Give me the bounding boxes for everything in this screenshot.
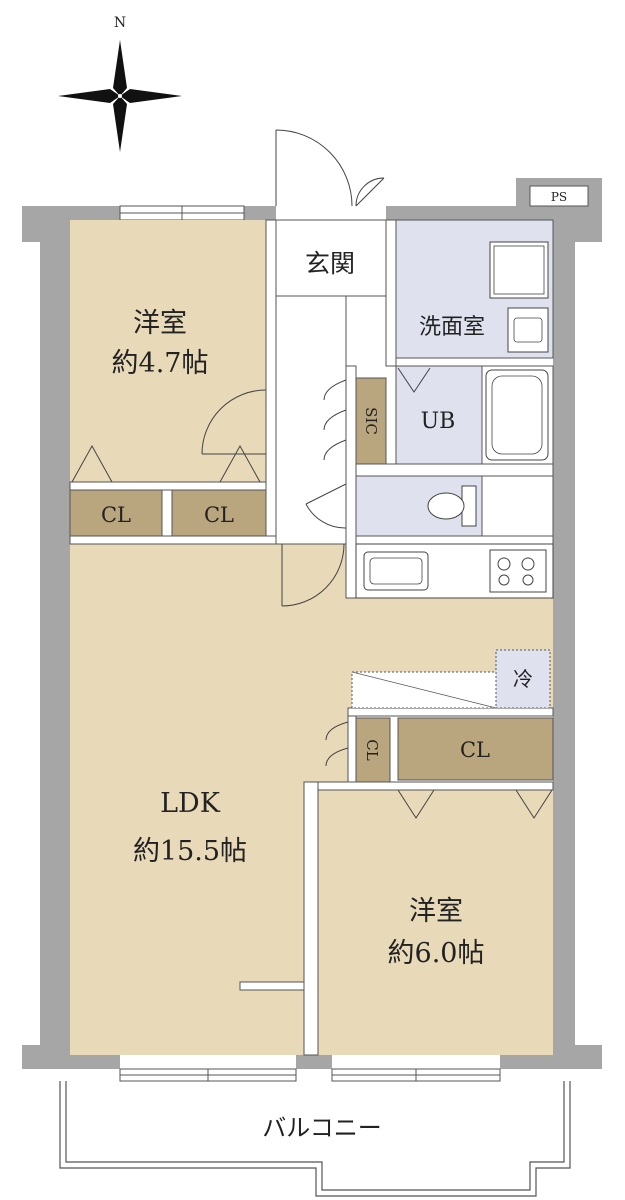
- washroom-label: 洗面室: [419, 315, 485, 340]
- outer-walls: [22, 178, 602, 1069]
- closet-3: [355, 717, 391, 783]
- stove-icon: [489, 549, 547, 593]
- ldk-name: LDK: [160, 788, 221, 819]
- bathtub-icon: [485, 369, 549, 461]
- window-top-1: [119, 205, 245, 221]
- closet-1-label: CL: [101, 503, 131, 527]
- north-label: N: [114, 15, 126, 31]
- western-room-1-size: 約4.7帖: [112, 348, 209, 379]
- interior-walls: [69, 219, 554, 1056]
- refrigerator-space: [351, 649, 551, 709]
- door-swings: [201, 129, 385, 607]
- western-room-1-name: 洋室: [133, 308, 187, 339]
- wash-basin-icon: [507, 307, 549, 353]
- balcony-outline: [59, 1081, 571, 1197]
- toilet-side: [481, 475, 554, 537]
- closet-2-label: CL: [204, 503, 234, 527]
- closet-4: [397, 717, 554, 781]
- western-room-2-size: 約6.0帖: [388, 938, 485, 969]
- western-room-1-floor: [70, 220, 266, 482]
- unit-bath-floor: [395, 365, 483, 465]
- balcony-label: バルコニー: [262, 1114, 382, 1142]
- entrance-floor: [275, 219, 387, 297]
- washing-machine-icon: [489, 241, 549, 299]
- closet-3-label: CL: [363, 739, 381, 760]
- walk-in-closet-label: SIC: [362, 407, 380, 435]
- closet-1: [69, 489, 163, 537]
- entrance-label: 玄関: [305, 249, 355, 278]
- western-room-2-floor: [318, 790, 553, 1055]
- unit-bath-label: UB: [421, 409, 456, 434]
- toilet-icon: [427, 485, 477, 527]
- window-bottom-2: [331, 1068, 501, 1082]
- window-bottom-1: [119, 1068, 297, 1082]
- pipe-space: [529, 185, 589, 207]
- refrigerator-label: 冷: [513, 667, 533, 691]
- ldk-size: 約15.5帖: [133, 836, 247, 867]
- walk-in-closet: [355, 377, 387, 465]
- pipe-space-label: PS: [551, 190, 567, 204]
- closet-doors: [71, 367, 553, 819]
- hallway-floor: [275, 295, 347, 545]
- western-room-2-name: 洋室: [409, 896, 463, 927]
- compass-icon: [58, 40, 182, 152]
- closet-4-label: CL: [460, 738, 490, 762]
